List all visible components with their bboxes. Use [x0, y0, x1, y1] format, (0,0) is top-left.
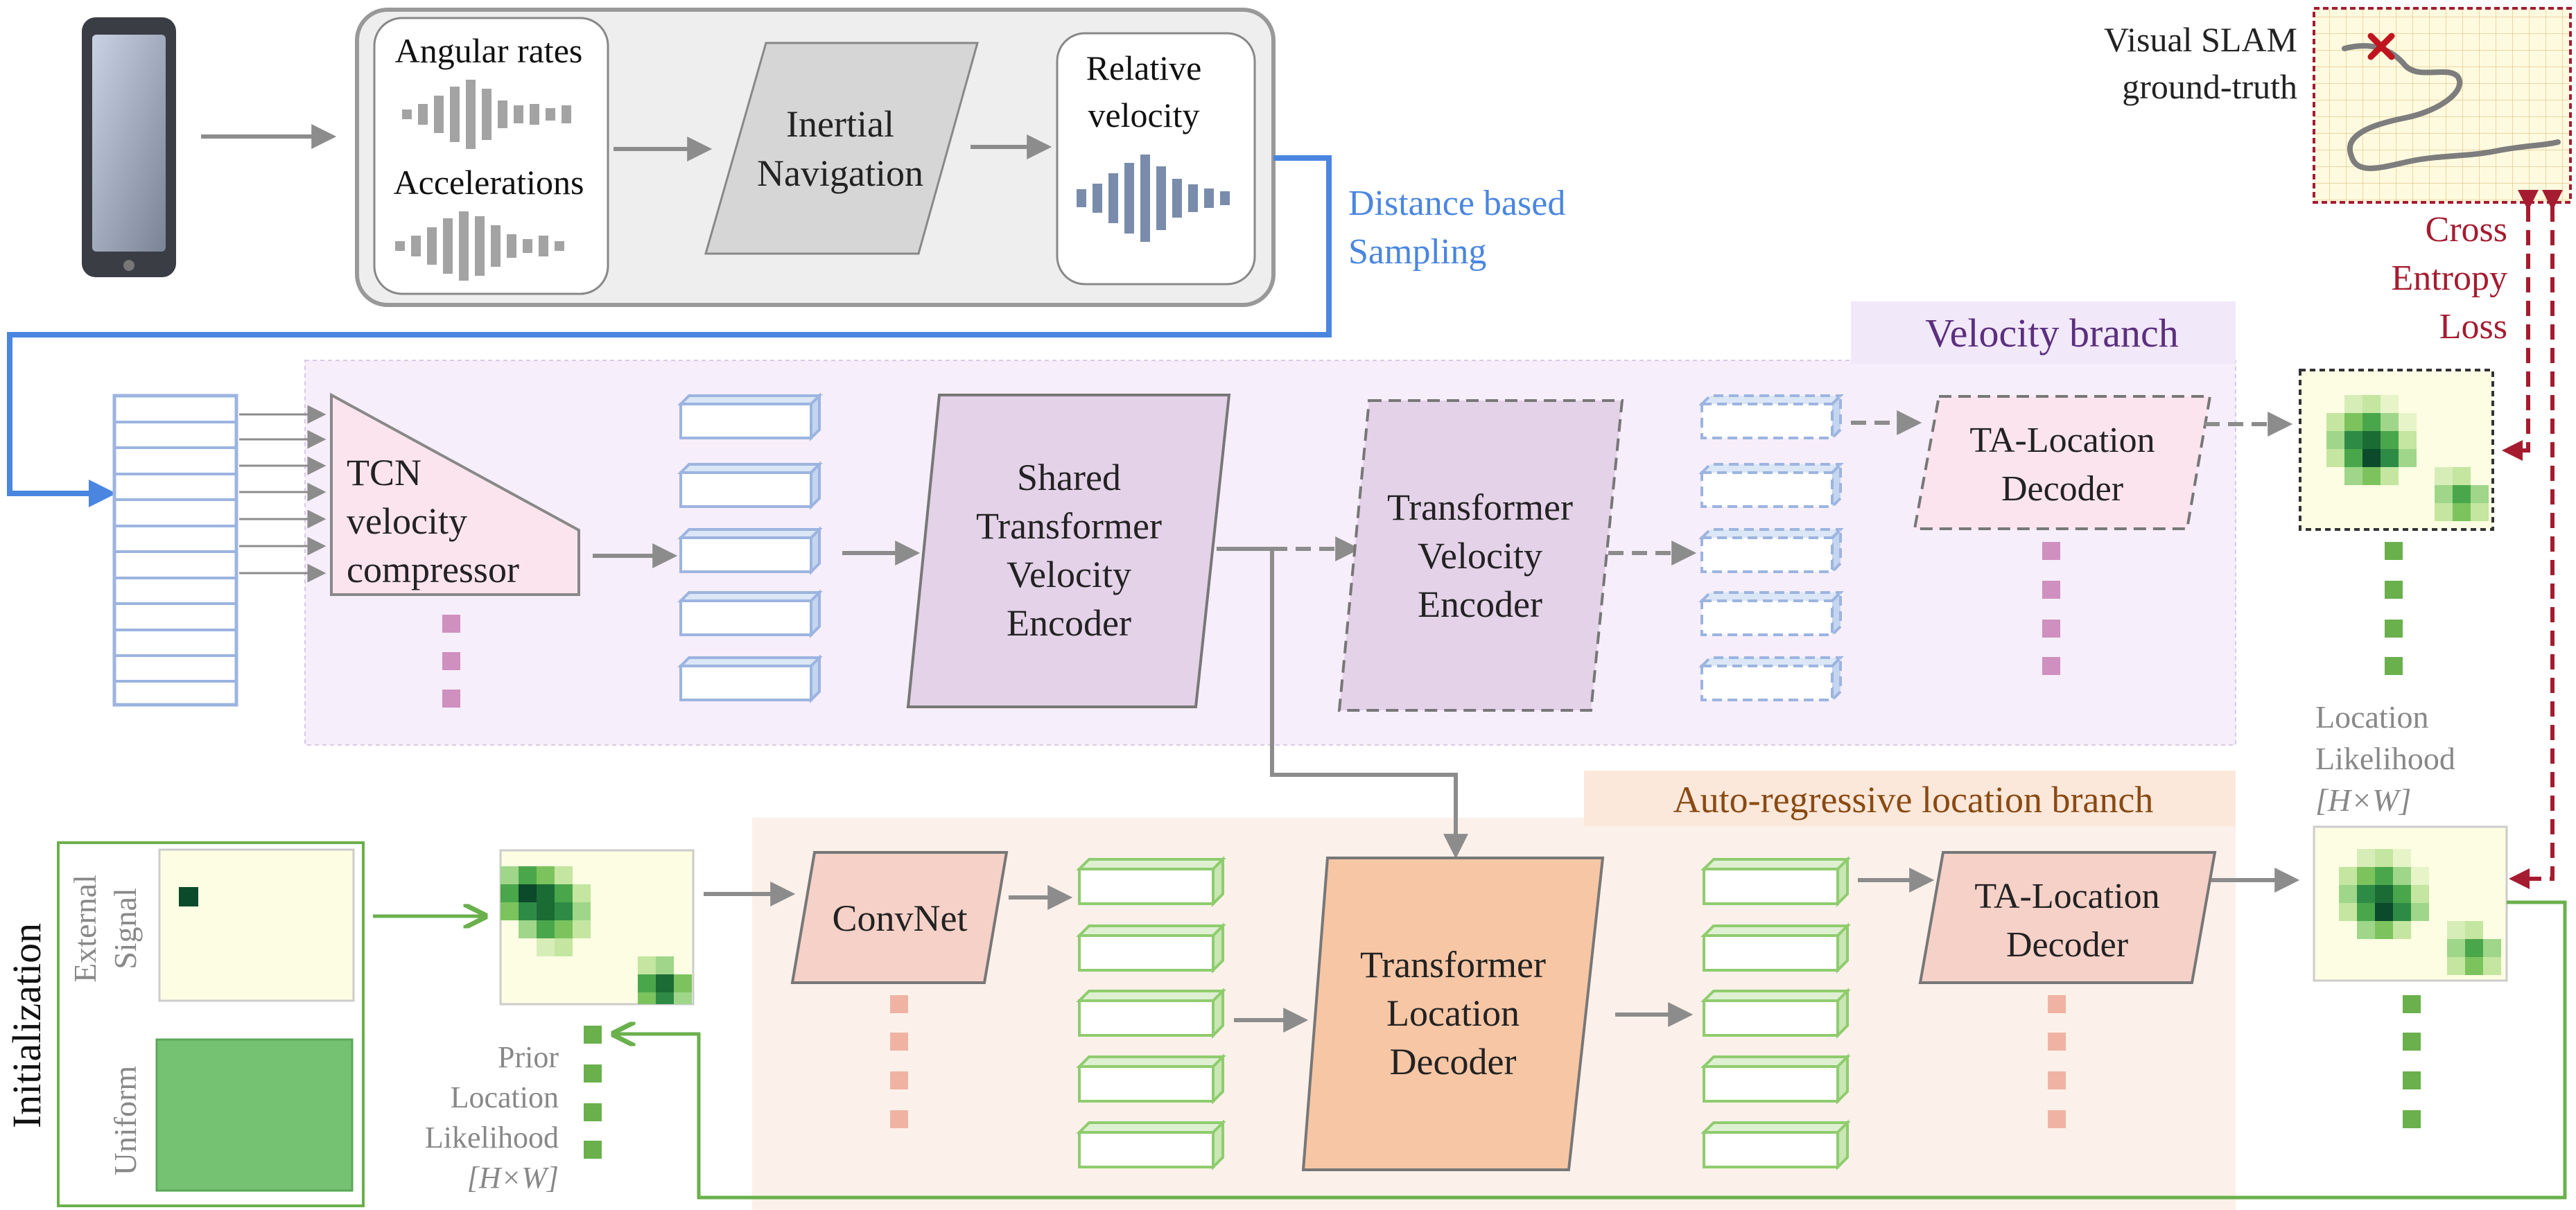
initialization-title: Initialization: [4, 923, 49, 1128]
feedback-loop-to-prior: [613, 1034, 2343, 1200]
location-heatmap-continuation-dots: [2403, 995, 2421, 1128]
prior-label-dims: [H×W]: [467, 1161, 559, 1195]
location-branch-title-box: [1584, 771, 2236, 826]
sampled-sequence: [112, 394, 238, 707]
velocity-branch-title: Velocity branch: [1925, 310, 2179, 356]
relative-velocity-label-1: Relative: [1086, 49, 1202, 87]
loss-label-3: Loss: [2439, 307, 2507, 347]
shared-to-location-decoder-arrow: [1270, 549, 1468, 859]
shared-transformer-velocity-encoder: [906, 394, 1231, 708]
transformer-location-decoder: [1301, 857, 1605, 1171]
accelerations-label: Accelerations: [394, 163, 584, 202]
shared-label-2: Transformer: [976, 505, 1162, 547]
loss-to-location-arrow: [2509, 190, 2563, 889]
velocity-likelihood-heatmap: [2299, 369, 2494, 531]
angular-rates-label: Angular rates: [395, 31, 583, 70]
prior-label-1: Prior: [498, 1040, 559, 1074]
inertial-label-1: Inertial: [786, 103, 894, 145]
inertial-label-2: Navigation: [757, 152, 923, 194]
ground-truth-label-1: Visual SLAM: [2104, 20, 2297, 59]
output-likelihood-label-2: Likelihood: [2315, 741, 2455, 776]
sampling-label-2: Sampling: [1348, 232, 1486, 272]
location-branch-title: Auto-regressive location branch: [1673, 779, 2154, 821]
velocity-waveform: [1077, 155, 1230, 242]
acceleration-waveform: [395, 211, 564, 281]
ta-location-decoder-location: [1918, 851, 2217, 984]
tve-label-3: Encoder: [1418, 584, 1542, 625]
prior-continuation-dots: [584, 1026, 602, 1159]
ta-location-label-1: TA-Location: [1974, 877, 2159, 916]
output-likelihood-dims: [H×W]: [2315, 782, 2411, 818]
velocity-branch-title-box: [1851, 301, 2236, 364]
tcn-label-3: compressor: [347, 549, 519, 590]
prior-label-3: Likelihood: [425, 1121, 559, 1155]
ta-velocity-label-1: TA-Location: [1969, 421, 2155, 460]
angular-waveform: [402, 80, 571, 149]
shared-label-1: Shared: [1017, 457, 1121, 498]
sampling-flow-line: [7, 155, 1332, 507]
uniform-map: [155, 1038, 354, 1192]
inertial-navigation-block: [704, 42, 979, 255]
velocity-encoded-tokens: [1698, 392, 1844, 703]
prior-label-2: Location: [451, 1080, 559, 1114]
location-decoded-tokens: [1700, 856, 1851, 1170]
ta-location-continuation-dots: [2048, 995, 2066, 1128]
shared-label-4: Encoder: [1007, 602, 1131, 644]
prior-likelihood-heatmap: [499, 849, 695, 1006]
imu-box: [373, 17, 609, 295]
tve-label-1: Transformer: [1387, 486, 1573, 528]
ta-velocity-label-2: Decoder: [2001, 469, 2123, 509]
tcn-velocity-compressor: [330, 392, 580, 596]
sampling-label-1: Distance based: [1348, 184, 1565, 223]
loss-label-2: Entropy: [2391, 258, 2507, 298]
phone-icon: [82, 17, 176, 277]
external-signal-label-1: External: [67, 875, 103, 983]
external-signal-label-2: Signal: [107, 888, 143, 970]
tld-label-3: Decoder: [1390, 1041, 1517, 1082]
loss-to-velocity-arrow: [2502, 190, 2539, 461]
start-cross-icon: [2367, 33, 2395, 60]
location-tokens: [1076, 856, 1226, 1170]
shared-label-3: Velocity: [1007, 554, 1131, 595]
uniform-label: Uniform: [107, 1066, 143, 1176]
tcn-label-2: velocity: [347, 500, 467, 542]
relative-velocity-box: [1056, 32, 1256, 286]
loss-label-1: Cross: [2426, 210, 2507, 249]
tld-label-2: Location: [1386, 992, 1520, 1034]
external-signal-map: [158, 848, 355, 1002]
tve-label-2: Velocity: [1418, 535, 1542, 577]
velocity-heatmap-continuation-dots: [2385, 542, 2403, 675]
velocity-tokens: [677, 392, 823, 703]
sequence-to-tcn-arrows: [239, 405, 327, 583]
slam-ground-truth-map: [2313, 7, 2572, 204]
ta-location-label-2: Decoder: [2006, 925, 2128, 965]
output-likelihood-label-1: Location: [2315, 699, 2429, 735]
location-likelihood-heatmap: [2313, 825, 2508, 982]
tcn-label-1: TCN: [347, 452, 421, 493]
ta-velocity-continuation-dots: [2042, 542, 2060, 675]
tcn-continuation-dots: [442, 615, 460, 708]
convnet-continuation-dots: [890, 995, 908, 1128]
transformer-velocity-encoder: [1337, 399, 1624, 712]
convnet-block: [790, 851, 1009, 984]
ta-location-decoder-velocity: [1913, 395, 2212, 530]
tld-label-1: Transformer: [1360, 944, 1546, 985]
ground-truth-label-2: ground-truth: [2122, 67, 2297, 106]
convnet-label: ConvNet: [833, 897, 968, 939]
relative-velocity-label-2: velocity: [1088, 96, 1199, 134]
